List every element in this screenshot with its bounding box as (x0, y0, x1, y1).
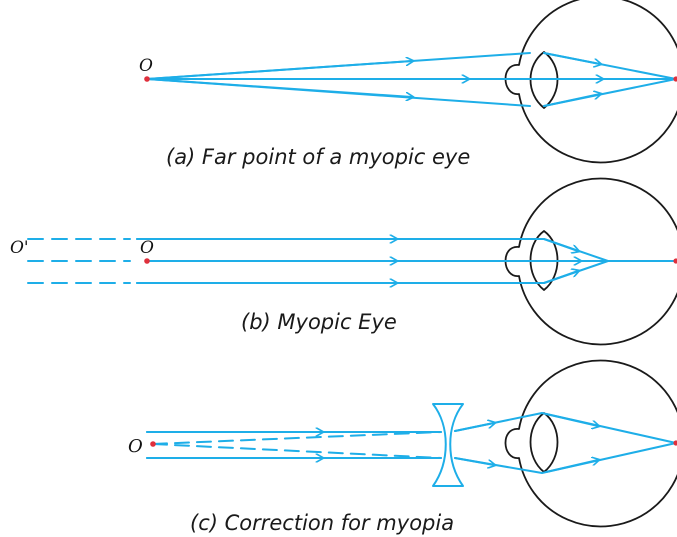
ray-a-bottom-arrow (146, 78, 412, 97)
object-point-a (144, 76, 150, 82)
eye-a (504, 0, 677, 164)
ray-b-bottom-inside-arrow (543, 271, 578, 284)
eye-lens-a (529, 51, 559, 109)
concave-lens-c (432, 403, 464, 487)
eye-lens-b (529, 230, 559, 291)
object-point-b (144, 258, 150, 264)
ray-c-top-dashed (152, 431, 442, 445)
retina-point-b (673, 258, 677, 264)
point-label-c: O (128, 436, 143, 457)
eye-lens-c (529, 412, 559, 473)
rays-a (146, 52, 677, 107)
eyeball-outline-a (504, 0, 677, 164)
ray-b-top-inside-arrow (543, 238, 578, 251)
ray-c-top-diverged-arrow (454, 423, 494, 432)
ray-c-top-inside-arrow (545, 413, 598, 426)
caption-c: (c) Correction for myopia (190, 511, 454, 535)
rays-b (27, 238, 677, 284)
far-point-label-b: O' (10, 238, 29, 258)
ray-c-bottom-diverged-arrow (454, 457, 494, 465)
eye-c (504, 359, 677, 528)
caption-b: (b) Myopic Eye (241, 310, 397, 334)
ray-b-bottom (136, 260, 609, 284)
point-label-a: O (139, 56, 153, 76)
object-point-c (150, 441, 156, 447)
panel-a: O (a) Far point of a myopic eye (139, 0, 677, 169)
ray-c-bottom-inside-arrow (545, 460, 598, 473)
panel-c: O (c) Correction for myopia (128, 359, 677, 535)
caption-a: (a) Far point of a myopic eye (166, 145, 470, 169)
retina-point-c (673, 440, 677, 446)
rays-c (146, 412, 677, 474)
ray-c-bottom-dashed (152, 443, 442, 459)
ray-a-top-arrow (146, 61, 412, 80)
point-label-b: O (140, 238, 154, 258)
ray-a-top-inside-arrow (543, 52, 600, 64)
ray-b-top (136, 238, 609, 262)
ray-a-bottom-inside-arrow (543, 94, 600, 107)
panel-b: O' O (b) Myopic Eye (10, 177, 677, 346)
retina-point-a (673, 76, 677, 82)
eyeball-outline-c (504, 359, 677, 528)
